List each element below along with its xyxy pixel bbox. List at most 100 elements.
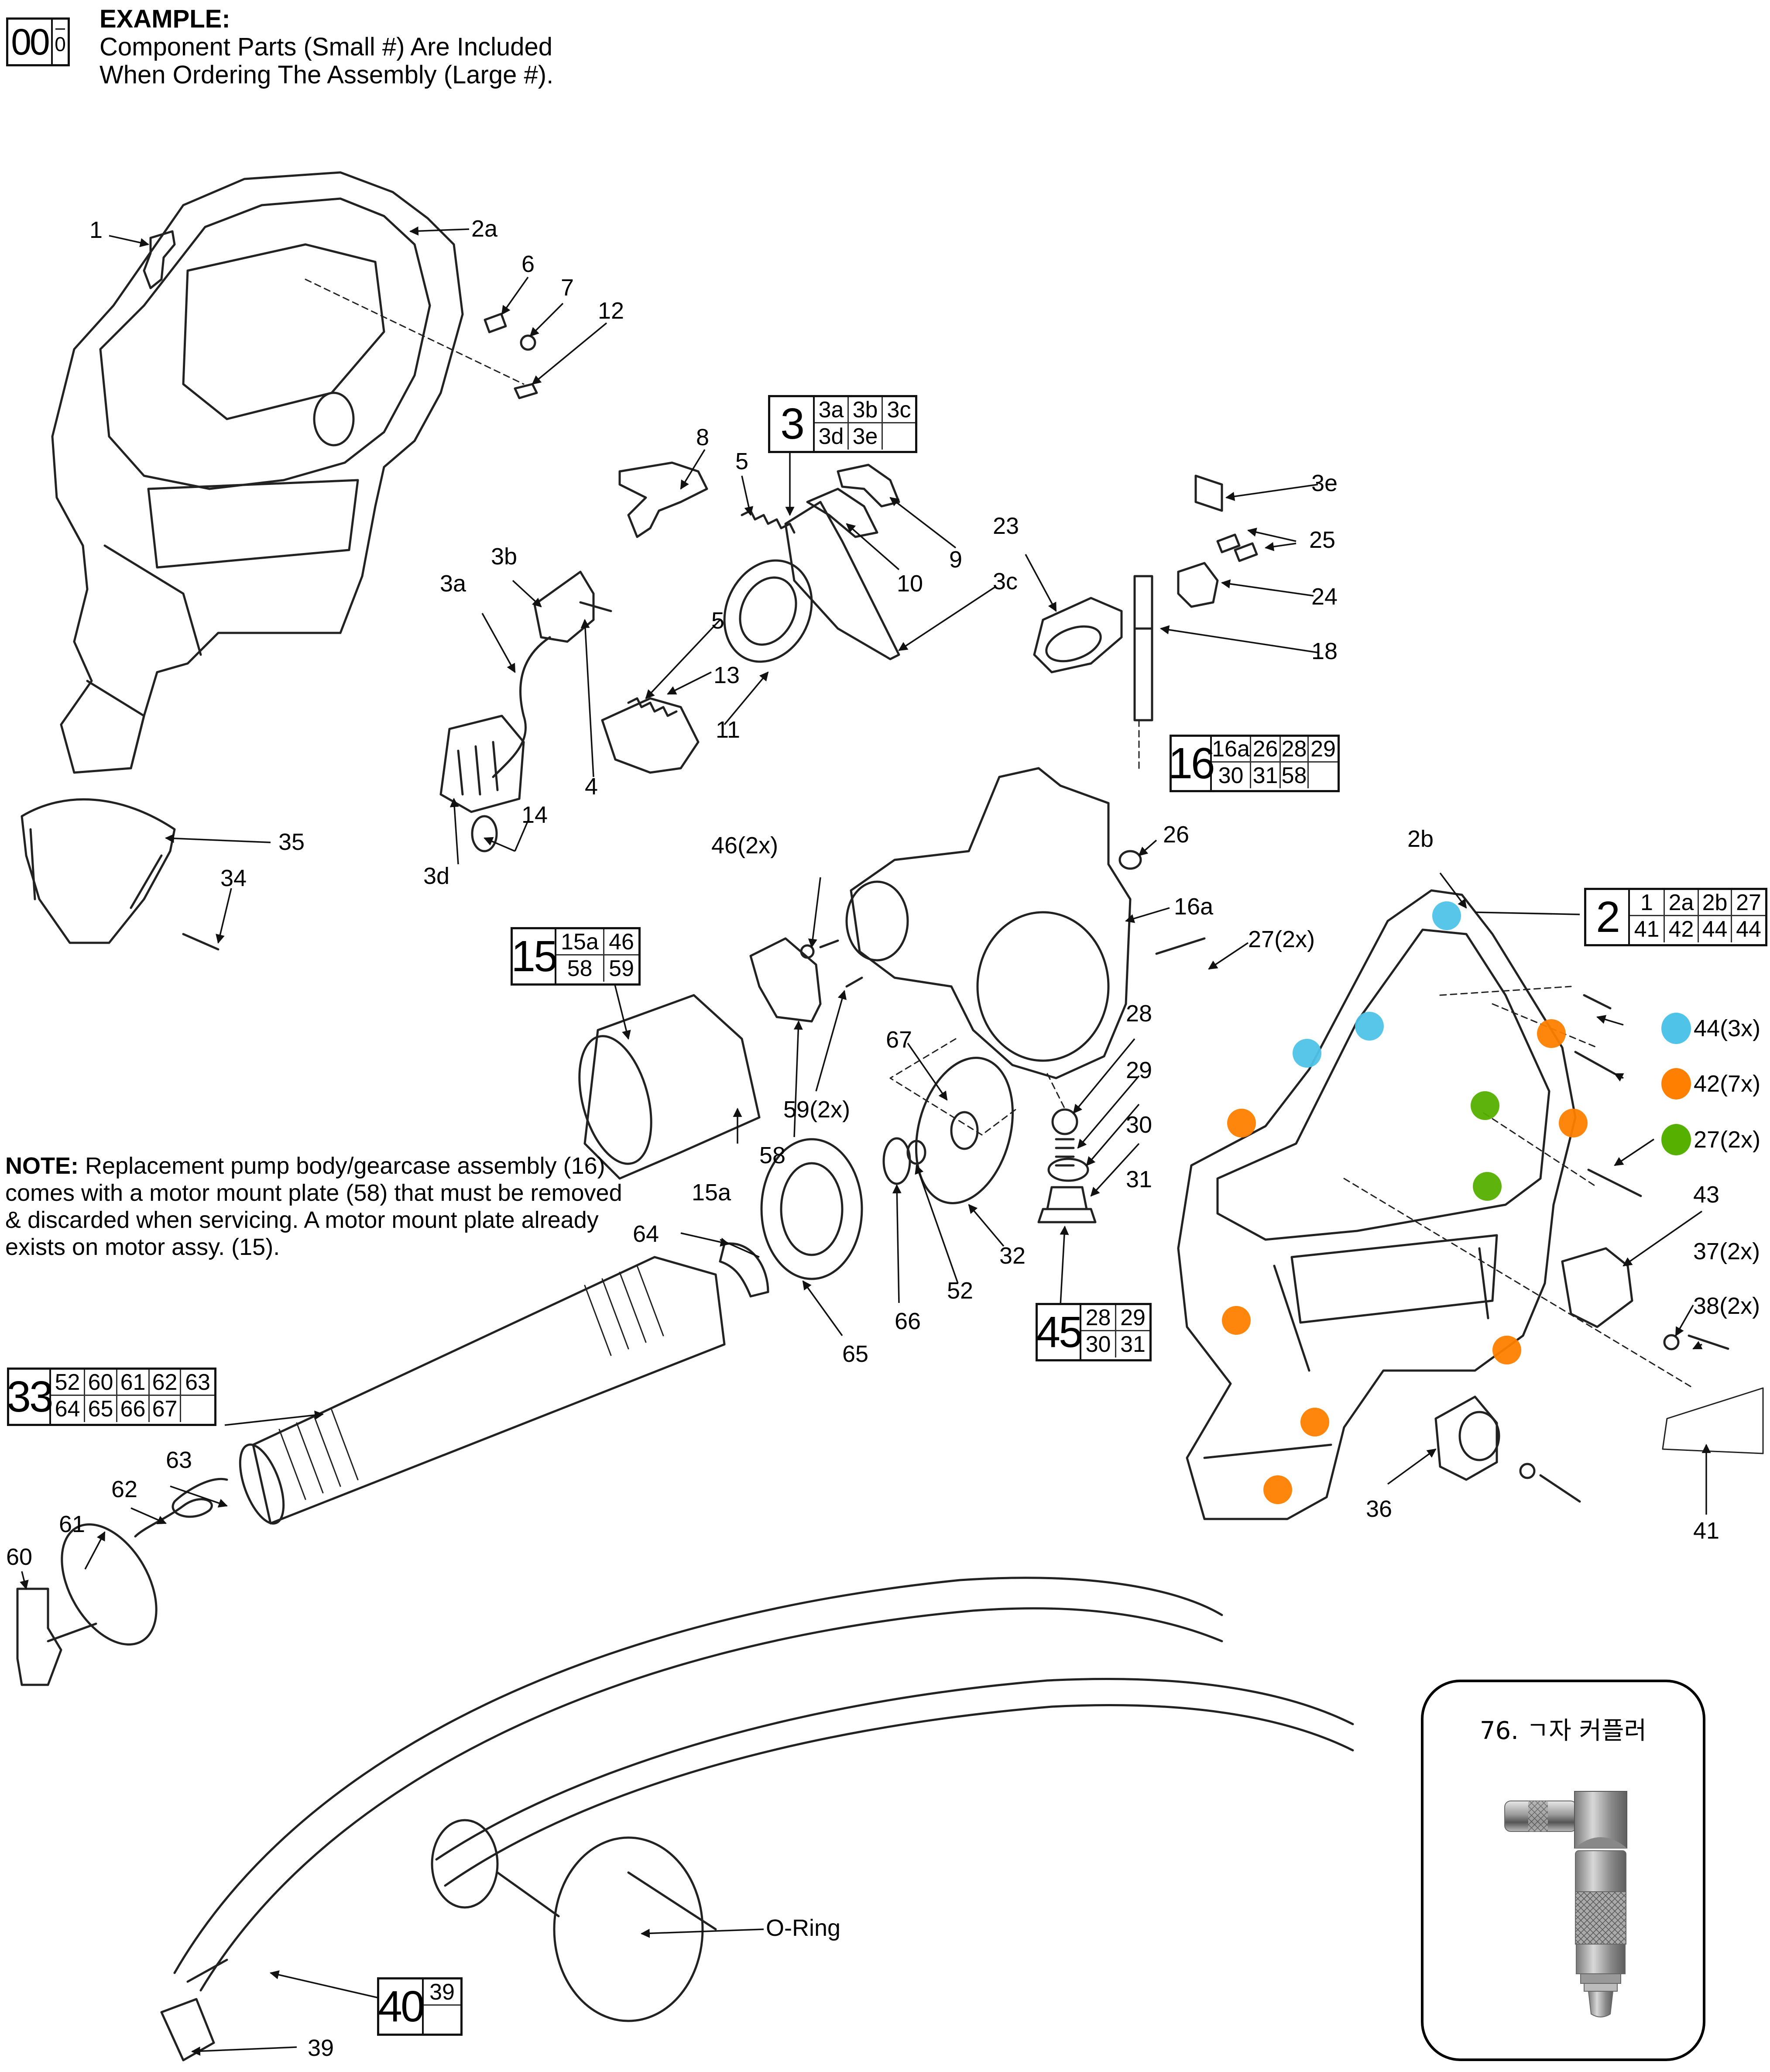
legend-example-title: EXAMPLE: xyxy=(99,5,230,33)
blue-marker-icon xyxy=(1355,1012,1384,1041)
part-label: 58 xyxy=(759,1142,786,1168)
orange-marker-icon xyxy=(1300,1408,1329,1436)
legend-example-line1: Component Parts (Small #) Are Included xyxy=(99,33,553,61)
component-cell: 2a xyxy=(1665,890,1699,916)
right-angle-coupler-image xyxy=(1504,1791,1627,2017)
part-label: 64 xyxy=(633,1221,659,1247)
component-cell xyxy=(424,2006,460,2032)
part-label: 3d xyxy=(423,863,450,889)
assembly-box-2: 2 1 2a 2b 27 41 42 44 44 xyxy=(1584,888,1767,946)
part-label: 24 xyxy=(1311,584,1338,610)
part-label: 10 xyxy=(897,570,923,597)
part-label: 9 xyxy=(949,546,963,573)
component-cell: 29 xyxy=(1309,737,1338,763)
part-label: 60 xyxy=(6,1544,33,1570)
component-cell: 67 xyxy=(150,1396,181,1422)
component-cell: 58 xyxy=(1281,763,1309,788)
part-label: 38(2x) xyxy=(1693,1293,1760,1319)
part-label: 23 xyxy=(993,513,1019,539)
part-label: 29 xyxy=(1126,1057,1153,1083)
screw-legend-27: 27(2x) xyxy=(1661,1124,1760,1155)
assembly-number: 45 xyxy=(1036,1305,1083,1359)
part-label: 3b xyxy=(491,543,518,570)
component-cell: 46 xyxy=(604,929,638,955)
part-label: 3e xyxy=(1311,470,1338,496)
assembly-box-16: 16 16a 26 28 29 30 31 58 xyxy=(1168,735,1340,792)
part-label: 63 xyxy=(166,1447,192,1473)
part-label: 46(2x) xyxy=(711,832,779,859)
component-cell: 63 xyxy=(181,1370,214,1396)
part-label: 2b xyxy=(1407,826,1434,852)
screw-legend-label: 44(3x) xyxy=(1694,1015,1761,1041)
coupler-card: 76. ㄱ자 커플러 xyxy=(1421,1680,1705,2061)
component-cell: 44 xyxy=(1736,917,1761,942)
component-cell: 60 xyxy=(85,1370,117,1396)
assembly-number: 40 xyxy=(378,1979,425,2034)
assembly-number: 3 xyxy=(770,397,815,451)
component-cell: 16a xyxy=(1212,737,1251,763)
component-cell: 2b xyxy=(1699,890,1732,916)
part-label: 37(2x) xyxy=(1693,1238,1760,1265)
orange-marker-icon xyxy=(1263,1475,1292,1504)
assembly-number: 15 xyxy=(511,929,558,983)
part-label: 27(2x) xyxy=(1248,926,1315,952)
legend-example-box: 00 0 xyxy=(6,17,70,66)
part-label: 35 xyxy=(278,829,305,855)
component-cell: 28 xyxy=(1281,737,1309,763)
component-cell: 31 xyxy=(1251,763,1281,788)
component-cell: 62 xyxy=(150,1370,181,1396)
component-cell: 30 xyxy=(1081,1331,1116,1357)
assembly-box-40: 40 39 xyxy=(377,1977,463,2036)
assembly-number: 2 xyxy=(1586,890,1630,944)
part-label: 4 xyxy=(585,773,598,800)
left-housing-2a xyxy=(51,171,464,774)
component-cell xyxy=(181,1396,214,1422)
part-label: 59(2x) xyxy=(783,1096,851,1123)
component-cell xyxy=(883,423,915,450)
component-cell: 31 xyxy=(1120,1332,1146,1357)
component-cell: 3b xyxy=(849,397,883,423)
part-label: 25 xyxy=(1309,527,1336,553)
component-cell: 3e xyxy=(849,423,883,450)
component-cell: 39 xyxy=(424,1979,460,2006)
screw-legend-42: 42(7x) xyxy=(1661,1068,1760,1100)
assembly-box-3: 3 3a 3b 3c 3d 3e xyxy=(768,395,917,453)
o-ring-label: O-Ring xyxy=(766,1915,841,1941)
part-label: 43 xyxy=(1693,1182,1720,1208)
orange-marker-icon xyxy=(1537,1019,1566,1048)
orange-marker-icon xyxy=(1492,1336,1521,1364)
part-label: 26 xyxy=(1163,821,1190,848)
coupler-title: 76. ㄱ자 커플러 xyxy=(1479,1717,1647,1745)
legend-small-number: 0 xyxy=(53,20,68,64)
component-cell: 65 xyxy=(85,1396,117,1422)
component-cell: 26 xyxy=(1251,737,1281,763)
legend-example-line2: When Ordering The Assembly (Large #). xyxy=(99,61,554,89)
green-dot-icon xyxy=(1661,1124,1691,1155)
component-cell: 58 xyxy=(556,955,604,982)
green-marker-icon xyxy=(1471,1091,1499,1120)
component-cell: 44 xyxy=(1699,916,1732,942)
part-label: 62 xyxy=(111,1476,138,1502)
legend-big-number: 00 xyxy=(8,20,53,64)
screw-legend-label: 27(2x) xyxy=(1694,1127,1761,1153)
component-cell: 3a xyxy=(815,397,849,423)
part-label: 34 xyxy=(220,865,247,891)
green-marker-icon xyxy=(1473,1172,1502,1201)
part-label: 12 xyxy=(598,298,624,324)
orange-marker-icon xyxy=(1559,1109,1588,1137)
component-cell xyxy=(1309,763,1338,788)
blue-marker-icon xyxy=(1432,901,1461,930)
part-label: 15a xyxy=(692,1179,731,1206)
part-label: 5 xyxy=(711,608,725,634)
part-label: 30 xyxy=(1126,1112,1153,1138)
part-label: 28 xyxy=(1126,1000,1153,1027)
component-cell: 29 xyxy=(1116,1305,1149,1331)
part-label: 5 xyxy=(735,448,749,474)
part-label: 3a xyxy=(440,570,467,597)
component-cell: 64 xyxy=(51,1396,85,1422)
screw-legend-44: 44(3x) xyxy=(1661,1013,1760,1044)
component-cell: 1 xyxy=(1630,890,1665,916)
assembly-number: 33 xyxy=(7,1370,54,1424)
part-label: 18 xyxy=(1311,638,1338,664)
